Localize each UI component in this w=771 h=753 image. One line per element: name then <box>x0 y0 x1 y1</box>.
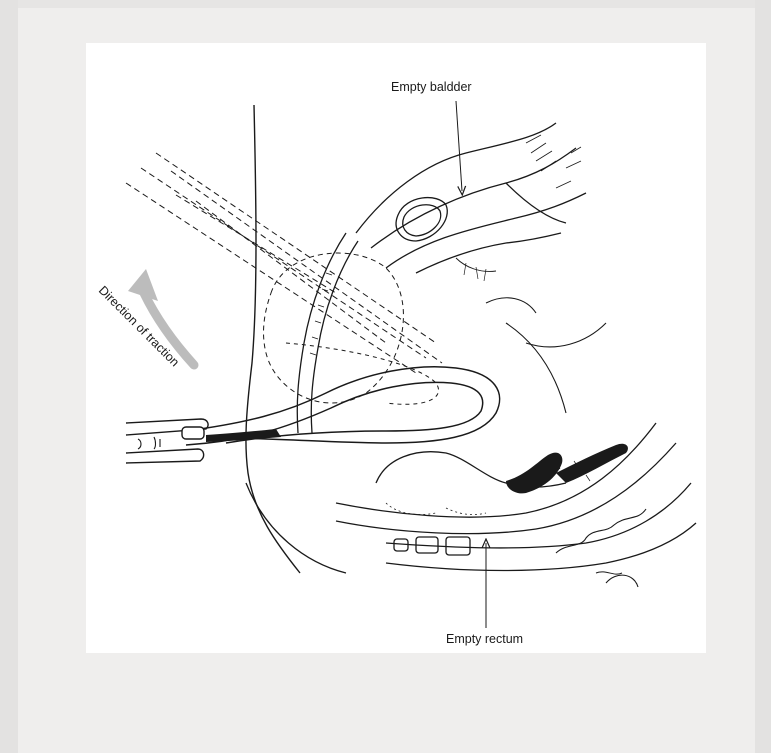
anatomical-figure: Empty baldder Empty rectum Direction of … <box>86 43 706 653</box>
rectum-region <box>336 423 696 587</box>
rectum-dark-fill <box>506 453 562 494</box>
slide-left-band <box>0 0 18 753</box>
label-direction-of-traction: Direction of traction <box>96 283 182 369</box>
label-empty-rectum: Empty rectum <box>446 632 523 646</box>
slide-right-band <box>755 0 771 753</box>
organ-contours <box>486 298 606 413</box>
label-empty-bladder: Empty baldder <box>391 80 472 94</box>
bladder-region <box>356 123 586 281</box>
slide-top-band <box>0 0 771 8</box>
body-outline-line <box>246 105 300 573</box>
lower-body-contour <box>246 483 346 573</box>
pelvic-diagram-drawing: Empty baldder Empty rectum Direction of … <box>86 43 706 653</box>
dashed-bulb-outline <box>264 253 404 403</box>
rectum-dark-fill-2 <box>556 444 628 483</box>
catheter-handle <box>126 419 208 463</box>
bladder-pointer-arrow <box>456 101 462 191</box>
